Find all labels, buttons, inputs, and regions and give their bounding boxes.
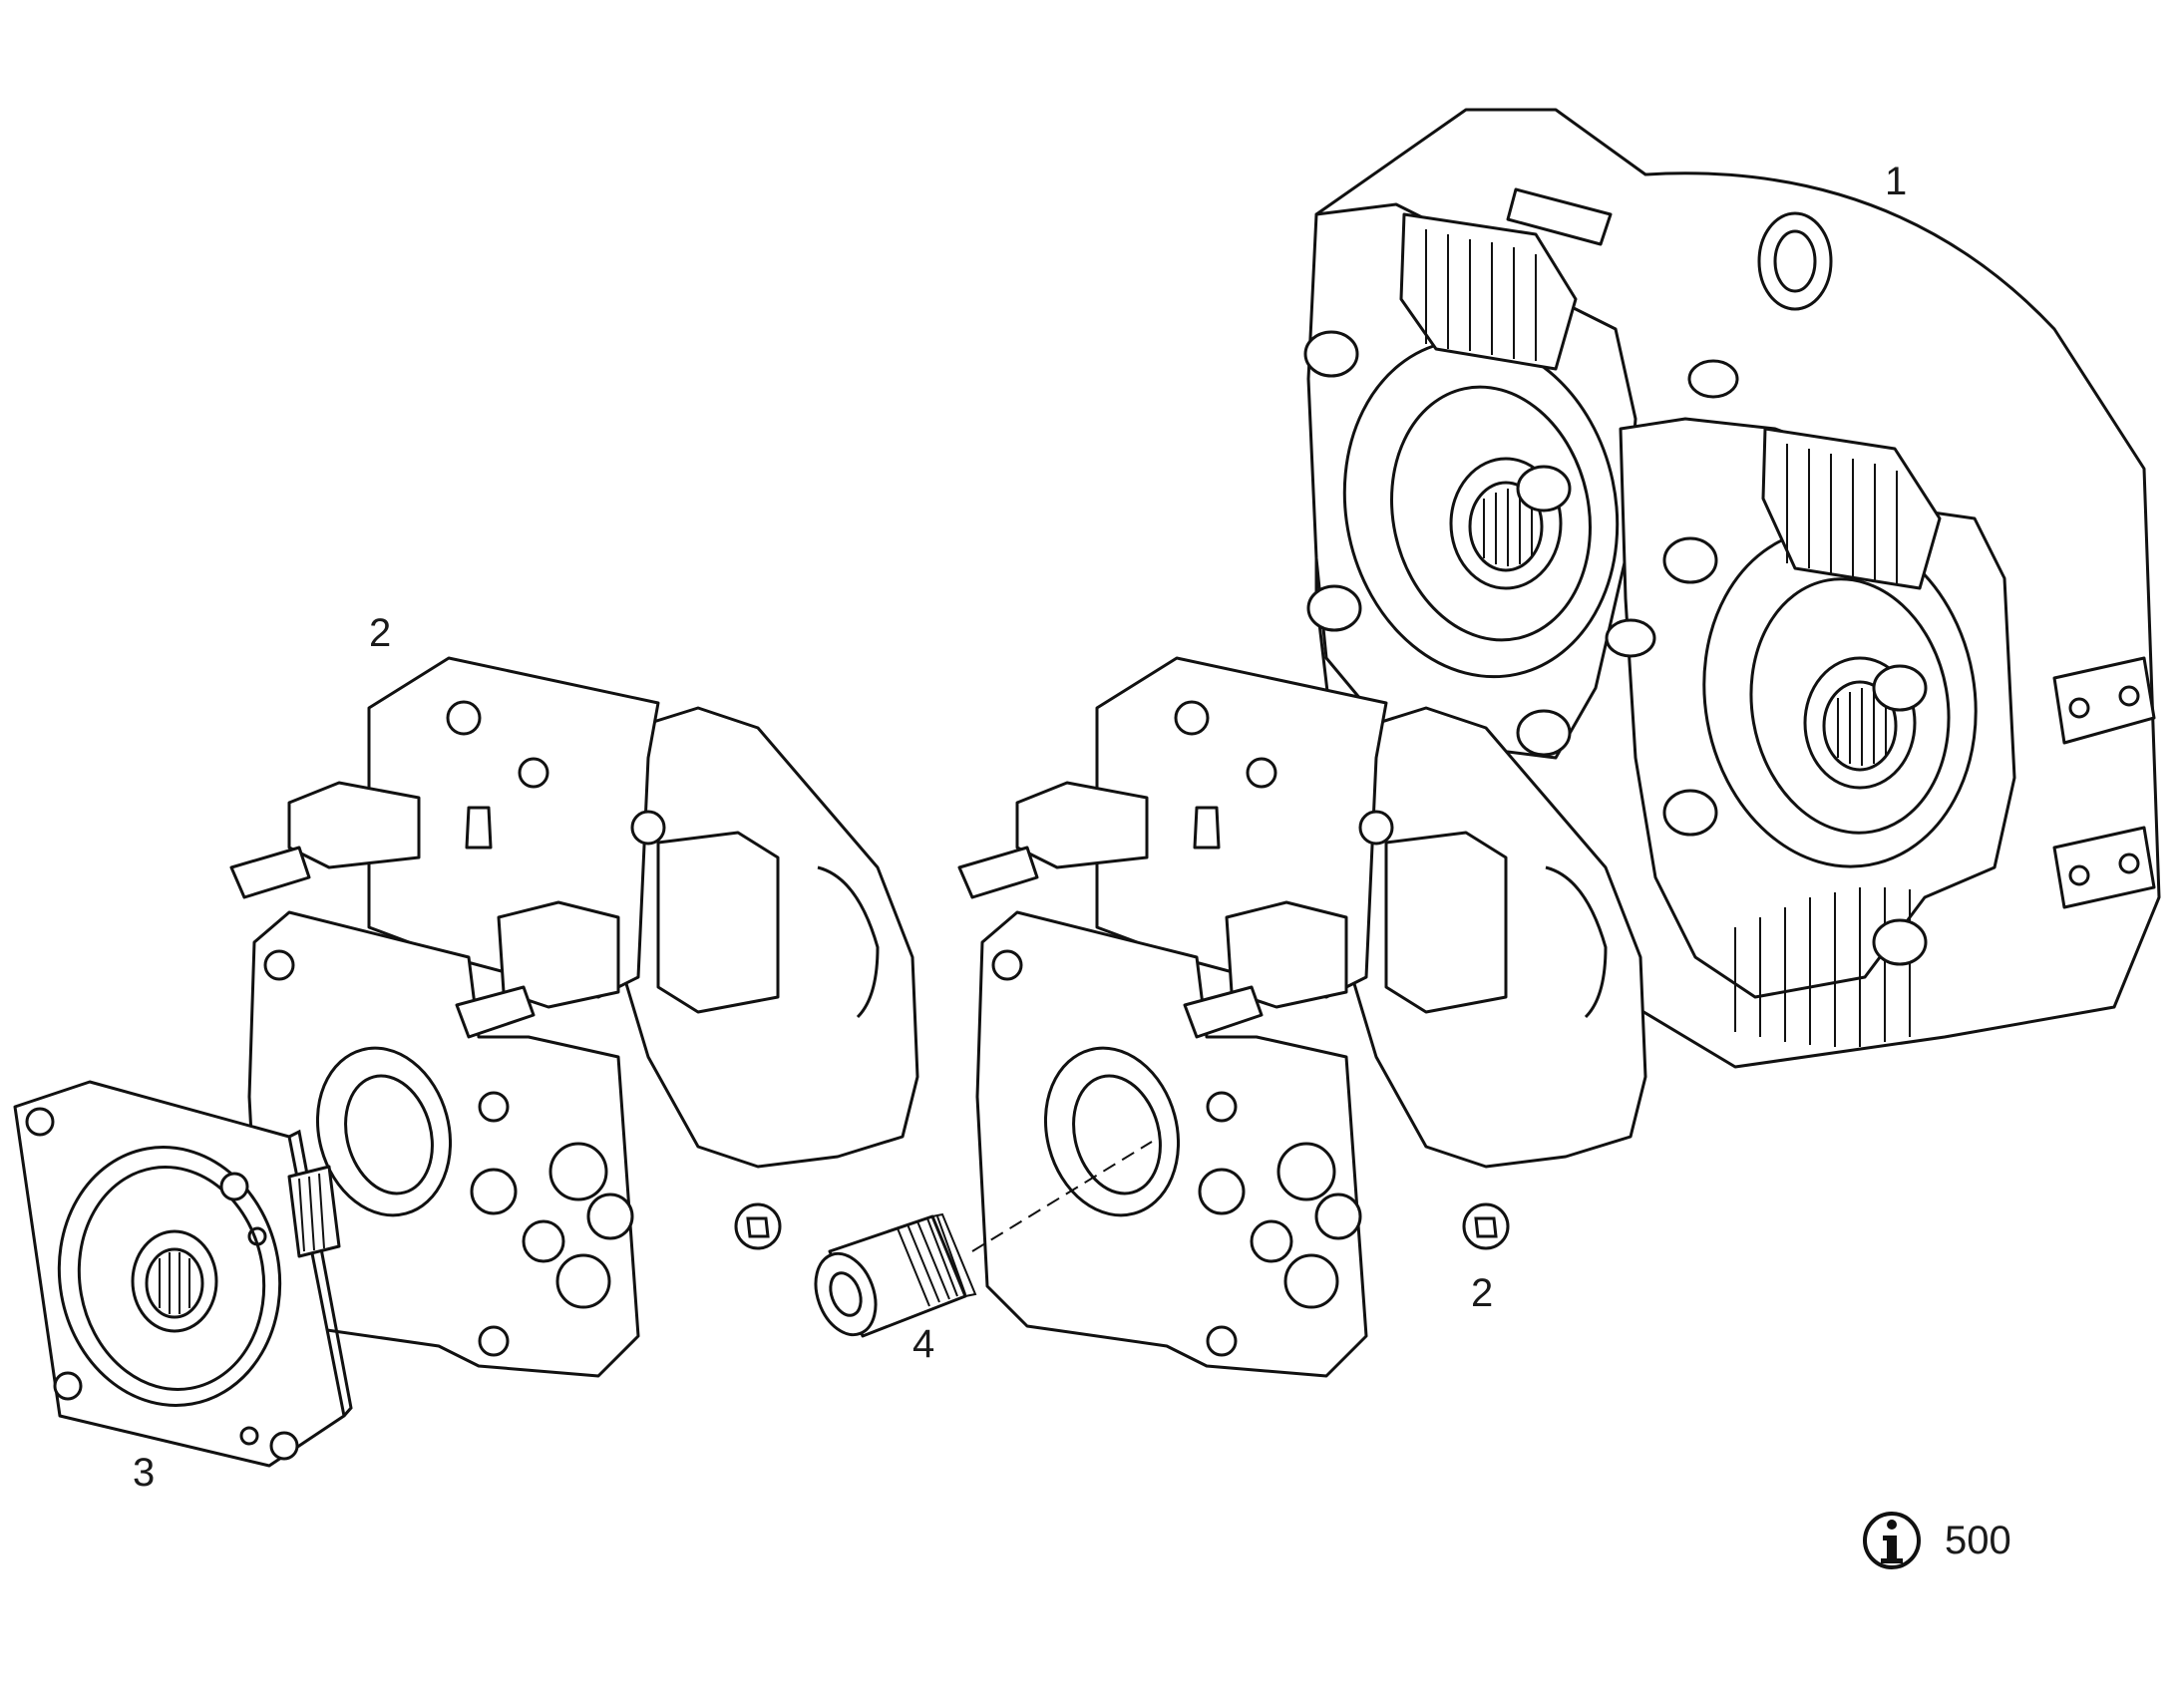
info-circle-icon	[1863, 1512, 1921, 1569]
mounting-flange	[13, 1080, 353, 1468]
callout-gearbox: 1	[1885, 160, 1908, 203]
info-reference-number: 500	[1945, 1519, 2011, 1562]
callout-pump-right: 2	[1471, 1271, 1494, 1315]
hydraulic-pump-right	[957, 656, 1647, 1378]
splined-coupling	[814, 1141, 1153, 1338]
callout-pump-left: 2	[369, 611, 392, 655]
hydraulic-pump-left	[229, 656, 919, 1378]
callout-coupling: 4	[912, 1322, 935, 1366]
callout-flange: 3	[133, 1451, 156, 1495]
